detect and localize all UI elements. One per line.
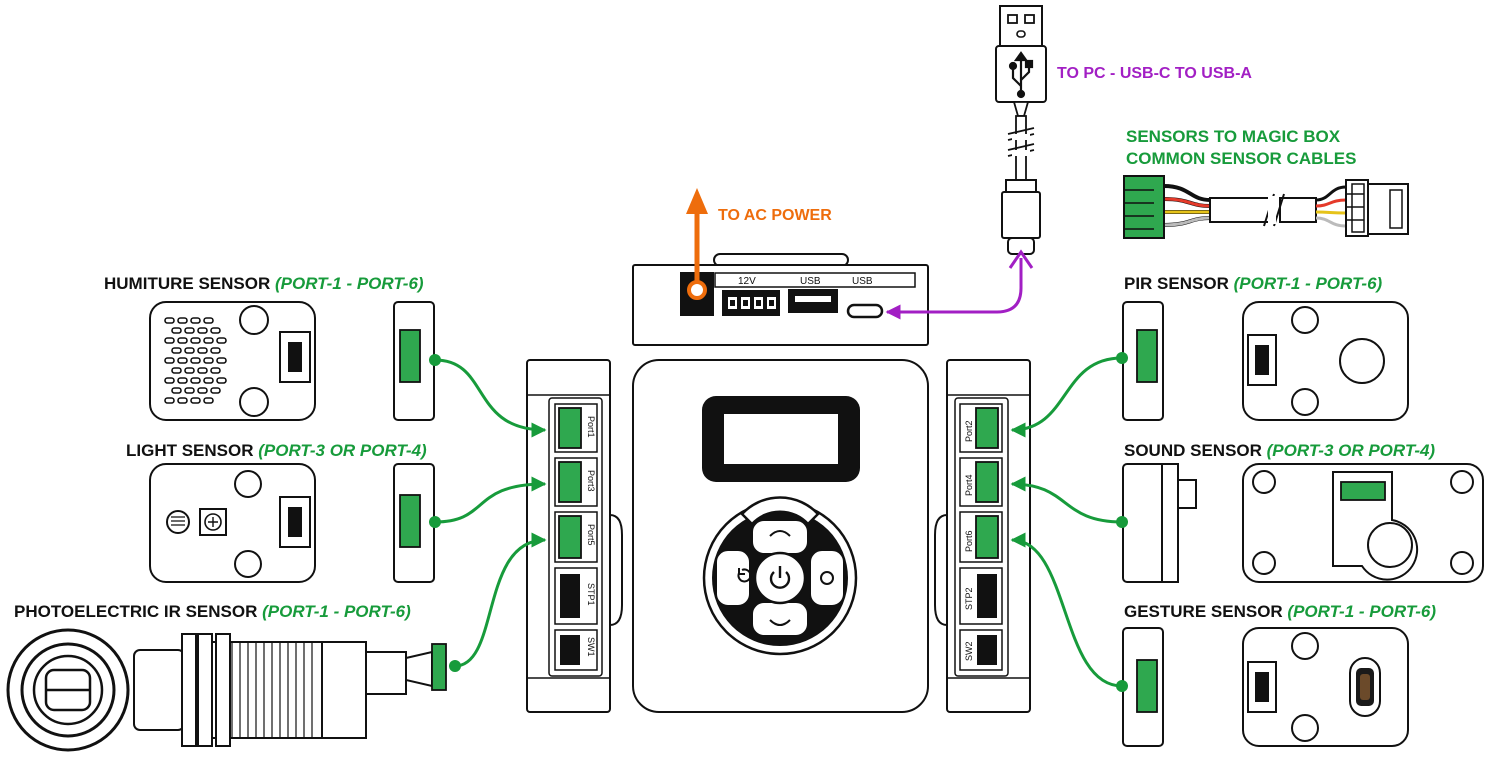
sound-sensor-label: SOUND SENSOR (PORT-3 OR PORT-4): [1124, 441, 1435, 460]
photoelectric-sensor-label: PHOTOELECTRIC IR SENSOR (PORT-1 - PORT-6…: [14, 602, 411, 621]
port-label-usb-c: USB: [852, 276, 873, 287]
right-stp2[interactable]: STP2: [959, 567, 1003, 625]
svg-text:Port5: Port5: [586, 524, 596, 546]
humiture-sensor-side: [393, 301, 435, 421]
right-port-panel: Port2 Port4 Port6 STP2 SW2: [934, 359, 1031, 713]
usb-c-port[interactable]: [846, 303, 884, 319]
circle-icon: [820, 571, 834, 585]
svg-text:Port3: Port3: [586, 470, 596, 492]
pir-lens: [1339, 338, 1385, 384]
power-usb-box: 12V USB USB: [632, 253, 929, 346]
left-port-panel: Port1 Port3 Port5 STP1 SW1: [526, 359, 623, 713]
usb-a-port[interactable]: [788, 289, 838, 313]
photoelectric-sensor-front: [6, 628, 130, 752]
svg-text:Port6: Port6: [964, 530, 974, 552]
svg-text:Port1: Port1: [586, 416, 596, 438]
humiture-sensor-label: HUMITURE SENSOR (PORT-1 - PORT-6): [104, 274, 424, 293]
up-button-pad[interactable]: [751, 519, 809, 555]
usb-c-plug: [1001, 191, 1041, 239]
left-port-3[interactable]: Port3: [554, 457, 598, 507]
left-port-5[interactable]: Port5: [554, 511, 598, 563]
right-button-pad[interactable]: [809, 549, 845, 607]
left-button-pad[interactable]: [715, 549, 751, 607]
photoelectric-sensor-body: [133, 633, 447, 747]
svg-text:SW1: SW1: [586, 637, 596, 657]
right-port-6[interactable]: Port6: [959, 511, 1003, 563]
microphone: [1367, 522, 1413, 568]
right-sw2[interactable]: SW2: [959, 629, 1003, 671]
dc-jack[interactable]: [687, 280, 707, 300]
pir-sensor-board: [1242, 301, 1409, 421]
cables-label-line2: COMMON SENSOR CABLES: [1126, 149, 1356, 168]
common-sensor-cable: [1123, 175, 1409, 239]
cables-label-line1: SENSORS TO MAGIC BOX: [1126, 127, 1341, 146]
d-pad: [715, 519, 845, 637]
svg-text:Port2: Port2: [964, 420, 974, 442]
port-label-12v: 12V: [738, 276, 756, 287]
left-port-1[interactable]: Port1: [554, 403, 598, 453]
humiture-sensor-board: [149, 301, 316, 421]
sensor-wires: [429, 352, 1128, 692]
light-sensor-board: [149, 463, 316, 583]
undo-icon: [737, 568, 752, 583]
svg-text:STP2: STP2: [964, 587, 974, 610]
svg-text:SW2: SW2: [964, 641, 974, 661]
light-sensor-label: LIGHT SENSOR (PORT-3 OR PORT-4): [126, 441, 427, 460]
usb-link-arrow: [885, 258, 1023, 320]
usb-symbol-icon: [1008, 51, 1034, 99]
left-sw1[interactable]: SW1: [554, 629, 598, 671]
pir-sensor-side: [1122, 301, 1164, 421]
power-icon: [769, 566, 791, 589]
terminal-block-12v[interactable]: [722, 290, 780, 316]
to-ac-power-label: TO AC POWER: [718, 207, 832, 224]
ac-power-arrow: [686, 188, 708, 282]
usb-a-plug-tip: [999, 5, 1043, 47]
gesture-sensor-side: [1122, 627, 1164, 747]
sound-sensor-board: [1242, 463, 1484, 583]
left-stp1[interactable]: STP1: [554, 567, 598, 625]
svg-text:Port4: Port4: [964, 474, 974, 496]
right-port-4[interactable]: Port4: [959, 457, 1003, 507]
magic-box-controller: [632, 359, 929, 713]
sound-sensor-side: [1122, 463, 1197, 583]
up-arc-icon: [769, 530, 791, 537]
up-button[interactable]: [740, 496, 820, 526]
humiture-grille: [164, 317, 227, 404]
down-button-pad[interactable]: [751, 601, 809, 637]
right-port-2[interactable]: Port2: [959, 403, 1003, 453]
to-pc-label: TO PC - USB-C TO USB-A: [1057, 65, 1252, 82]
pir-sensor-label: PIR SENSOR (PORT-1 - PORT-6): [1124, 274, 1383, 293]
gesture-sensor-board: [1242, 627, 1409, 747]
svg-text:STP1: STP1: [586, 583, 596, 606]
port-label-usb-a: USB: [800, 276, 821, 287]
gesture-sensor-label: GESTURE SENSOR (PORT-1 - PORT-6): [1124, 602, 1436, 621]
usb-cable: [995, 5, 1047, 255]
light-sensor-side: [393, 463, 435, 583]
down-arc-icon: [769, 619, 791, 626]
photoresistor: [166, 510, 190, 534]
